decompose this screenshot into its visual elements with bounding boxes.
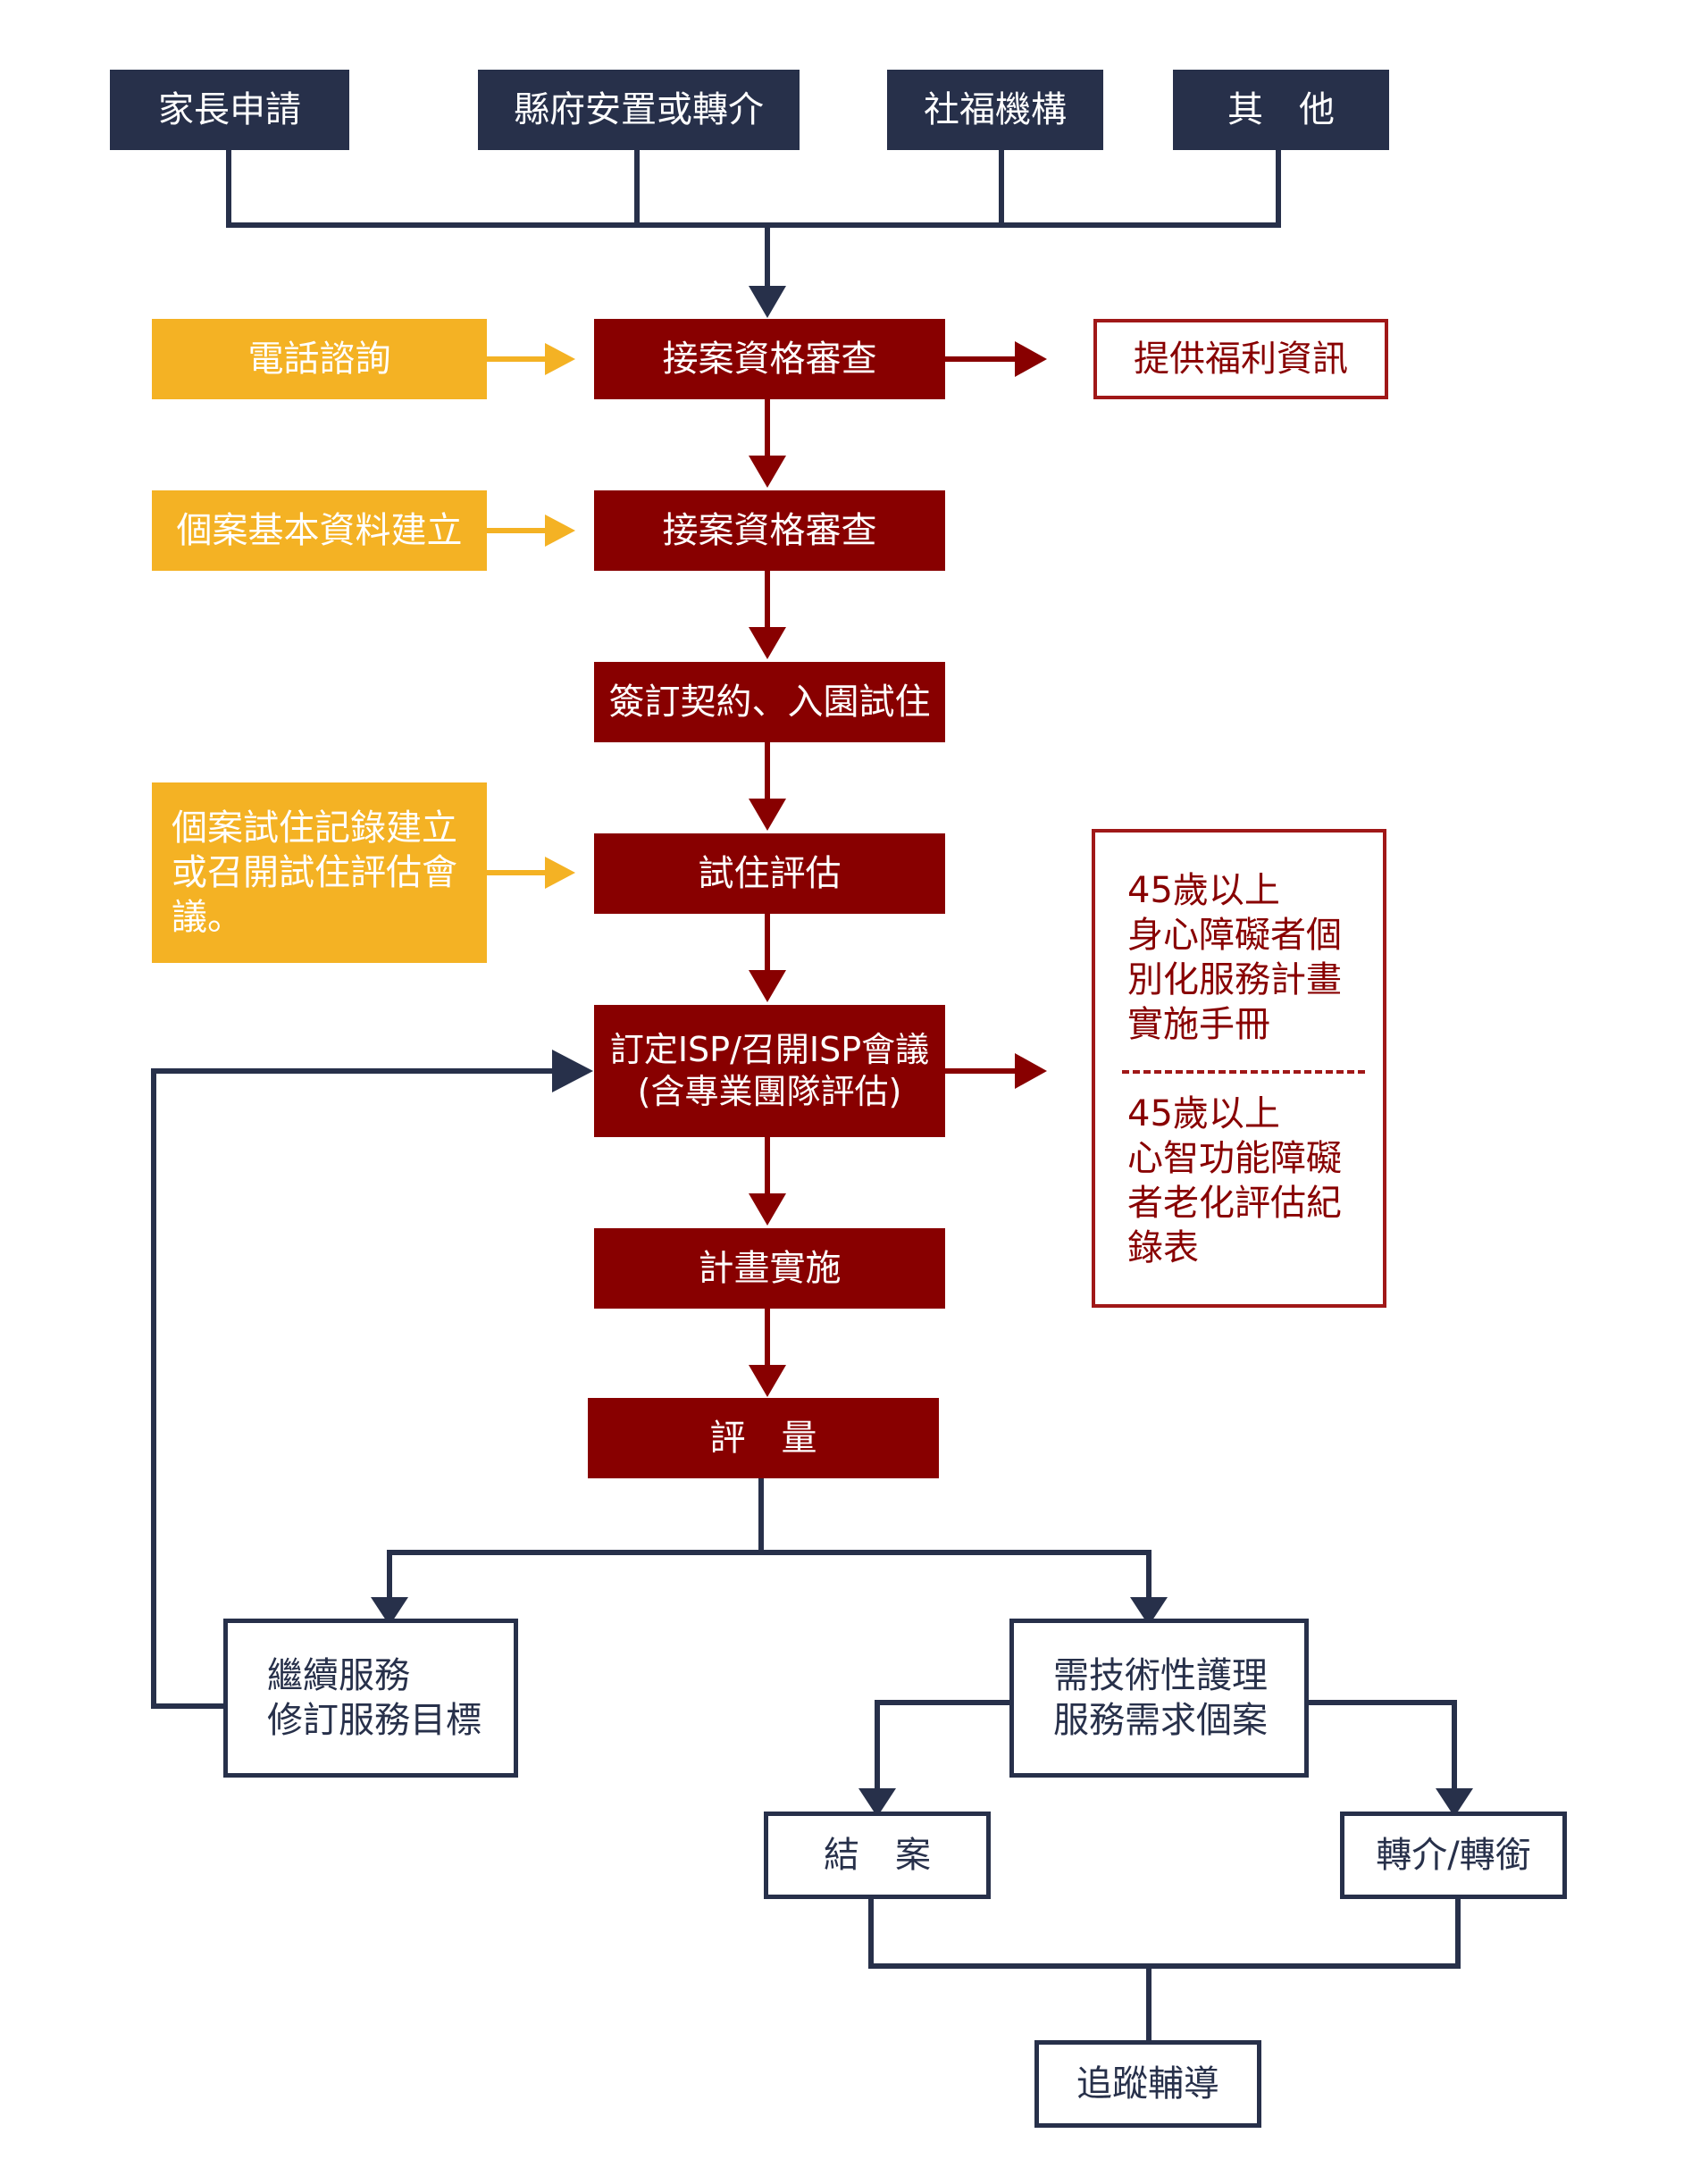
note-divider	[1122, 1070, 1365, 1074]
trial-record-setup: 個案試住記錄建立 或召開試住評估會 議。	[152, 782, 487, 963]
phone-consultation: 電話諮詢	[152, 319, 487, 399]
step-assessment: 評 量	[588, 1398, 939, 1478]
follow-up-box: 追蹤輔導	[1034, 2040, 1261, 2128]
welfare-info-output: 提供福利資訊	[1093, 319, 1388, 399]
arrow-into-review	[749, 286, 786, 318]
gold-arrows	[487, 343, 575, 889]
source-parent-application: 家長申請	[110, 70, 349, 150]
isp-manual-text: 45歲以上 身心障礙者個 別化服務計畫 實施手冊	[1127, 870, 1342, 1045]
case-basic-data: 個案基本資料建立	[152, 490, 487, 571]
step-isp-meeting: 訂定ISP/召開ISP會議 (含專業團隊評估)	[594, 1005, 945, 1137]
nursing-needs-box: 需技術性護理 服務需求個案	[1009, 1619, 1309, 1778]
source-other: 其 他	[1173, 70, 1389, 150]
source-county-referral: 縣府安置或轉介	[478, 70, 800, 150]
step-eligibility-review-1: 接案資格審查	[594, 319, 945, 399]
step-contract-trial-stay: 簽訂契約、入園試住	[594, 662, 945, 742]
source-social-welfare: 社福機構	[887, 70, 1103, 150]
step-trial-evaluation: 試住評估	[594, 833, 945, 914]
branch-arrowheads	[371, 1050, 1473, 1817]
step-eligibility-review-2: 接案資格審查	[594, 490, 945, 571]
case-closed-box: 結 案	[764, 1812, 991, 1899]
branch-connectors	[151, 1068, 1461, 2042]
referral-box: 轉介/轉銜	[1340, 1812, 1567, 1899]
main-flow-arrows	[749, 341, 1047, 1397]
continue-service-box: 繼續服務 修訂服務目標	[223, 1619, 518, 1778]
aging-assessment-text: 45歲以上 心智功能障礙 者老化評估紀 錄表	[1127, 1093, 1342, 1268]
step-plan-implementation: 計畫實施	[594, 1228, 945, 1309]
isp-documents-note: 45歲以上 身心障礙者個 別化服務計畫 實施手冊 45歲以上 心智功能障礙 者老…	[1092, 829, 1386, 1308]
source-connectors	[226, 150, 1281, 288]
